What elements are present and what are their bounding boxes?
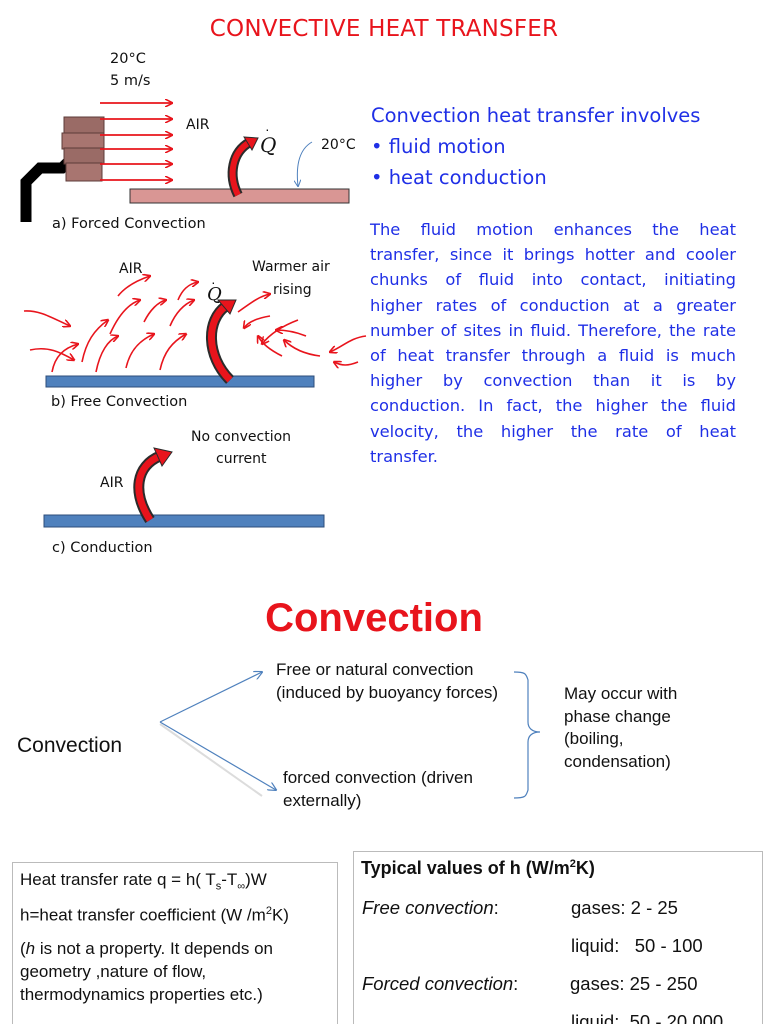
slide2-title: Convection: [265, 596, 483, 640]
free-caption: b) Free Convection: [51, 394, 188, 410]
paragraph-line: higher by convection than it is by: [370, 371, 736, 391]
label-text: :: [513, 973, 519, 994]
note-line3: thermodynamics properties etc.): [20, 985, 263, 1004]
paragraph-line: velocity, the higher the rate of heat: [370, 421, 736, 441]
paragraph-line: The fluid motion enhances the heat: [370, 220, 736, 239]
free-air-arrows: [23, 276, 367, 373]
paragraph-line: conduction. In fact, the higher the flui…: [370, 396, 736, 416]
paragraph-line: of heat transfer through a fluid is much: [370, 346, 736, 366]
formula-text: K): [271, 905, 289, 925]
free-liquid-value: liquid: 50 - 100: [571, 935, 703, 956]
forced-air-speed: 5 m/s: [110, 73, 151, 89]
forced-gases-value: gases: 25 - 250: [570, 973, 698, 994]
formula-text: )W: [245, 870, 267, 889]
note-line1: (h is not a property. It depends on: [20, 939, 273, 959]
free-q-symbol: Q: [207, 284, 222, 305]
conduction-plate: [43, 514, 325, 528]
free-plate: [45, 375, 315, 388]
note-line2: geometry ,nature of flow,: [20, 962, 207, 981]
coefficient-definition: h=heat transfer coefficient (W /m2K): [20, 905, 289, 926]
paragraph-line: chunks of fluid into contact, initiating: [370, 270, 736, 290]
free-branch-label: Free or natural convection (induced by b…: [276, 660, 499, 702]
heading-text: K): [575, 858, 595, 878]
formula-text: (: [20, 939, 26, 958]
forced-air-temp: 20°C: [110, 51, 146, 67]
bullet-heat-conduction: • heat conduction: [371, 166, 547, 189]
formula-box: [12, 862, 338, 1024]
warmer-air-line1: Warmer air: [252, 259, 330, 275]
forced-q-dot: ·: [265, 121, 270, 137]
formula-text: -T: [221, 870, 238, 889]
paragraph-line: transfer.: [370, 446, 438, 466]
air-flow-arrows: [100, 103, 172, 180]
intro-text: Convection heat transfer involves: [371, 104, 701, 127]
forced-q-symbol: Q: [260, 133, 277, 157]
label-text: Free convection: [362, 897, 494, 918]
forced-branch-label: forced convection (driven externally): [283, 768, 473, 810]
tree-connectors: [159, 672, 541, 799]
bullet-fluid-motion: • fluid motion: [371, 135, 506, 158]
superscript: 2: [265, 905, 272, 917]
superscript: 2: [569, 858, 576, 870]
formula-text: Heat transfer rate q = h( T: [20, 870, 216, 889]
no-convection-line2: current: [216, 451, 267, 467]
forced-heat-arrow: [227, 136, 259, 198]
fan-icon: [20, 116, 105, 222]
conduction-heat-arrow: [133, 447, 173, 523]
subscript-s: s: [215, 880, 222, 893]
warmer-air-line2: rising: [273, 282, 312, 298]
forced-air-label: AIR: [186, 117, 210, 133]
heat-rate-formula: Heat transfer rate q = h( Ts-T∞)W: [20, 870, 267, 892]
free-convection-label: Free convection:: [362, 897, 499, 919]
formula-text: h: [25, 939, 36, 958]
surface-temp: 20°C: [321, 137, 356, 153]
heading-text: Typical values of h (W/m: [361, 858, 570, 878]
free-gases-value: gases: 2 - 25: [571, 897, 678, 918]
no-convection-line1: No convection: [191, 429, 292, 445]
paragraph-line: number of sites in fluid. Therefore, the…: [370, 320, 736, 340]
forced-liquid-value: liquid: 50 - 20,000: [571, 1011, 724, 1024]
values-heading: Typical values of h (W/m2K): [361, 858, 595, 879]
forced-convection-label: Forced convection:: [362, 973, 518, 995]
paragraph-line: higher rates of conduction at a greater: [370, 295, 736, 315]
conduction-caption: c) Conduction: [52, 540, 153, 556]
conduction-air-label: AIR: [100, 475, 124, 491]
formula-text: is not a property. It depends on: [35, 939, 273, 958]
tree-root-label: Convection: [17, 734, 123, 757]
label-text: :: [493, 897, 499, 918]
label-text: Forced convection: [362, 973, 514, 994]
surface-temp-pointer: [297, 141, 313, 186]
forced-caption: a) Forced Convection: [52, 216, 206, 232]
formula-text: h=heat transfer coefficient (W /m: [20, 905, 266, 925]
free-q-dot: ·: [211, 274, 216, 290]
values-box: [353, 851, 763, 1024]
subscript-infinity: ∞: [237, 880, 246, 893]
free-air-label: AIR: [119, 261, 143, 277]
paragraph-line: transfer, since it brings hotter and coo…: [370, 245, 736, 265]
slide1-title: CONVECTIVE HEAT TRANSFER: [209, 16, 559, 42]
phase-change-note: May occur with phase change (boiling, co…: [564, 684, 678, 771]
free-heat-arrow: [206, 299, 237, 384]
explanation-paragraph: The fluid motion enhances the heat trans…: [370, 217, 736, 469]
